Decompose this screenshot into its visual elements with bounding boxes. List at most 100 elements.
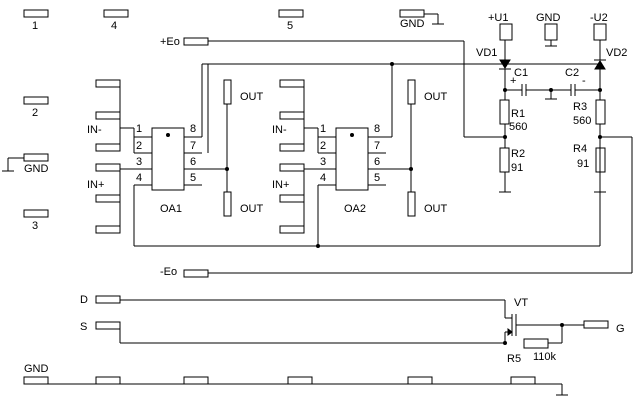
ground-symbol-bottom [556, 384, 568, 396]
pad-3[interactable] [23, 209, 49, 218]
oa1-pin3: 3 [136, 156, 142, 168]
gnd-bus-pad[interactable] [95, 376, 121, 385]
oa1-out-top-pad [223, 79, 232, 105]
c2-minus: - [582, 75, 586, 87]
capacitor-c2 [570, 84, 576, 96]
pad-gnd-top-label: GND [400, 18, 425, 30]
ground-symbol-left [2, 157, 24, 172]
gnd-bus-pad[interactable] [510, 376, 536, 385]
vd1-label: VD1 [476, 47, 497, 59]
transistor-vt [505, 314, 517, 336]
oa2-label: OA2 [344, 203, 366, 215]
pad-5[interactable] [278, 9, 304, 18]
ground-symbol-top [424, 13, 444, 25]
r4-label: R4 [573, 143, 587, 155]
plus-u1-label: +U1 [488, 12, 509, 24]
oa1-pin7: 7 [190, 140, 196, 152]
minus-u2-label: -U2 [590, 12, 608, 24]
pad-plus-eo[interactable] [183, 37, 209, 46]
r2-label: R2 [511, 148, 525, 160]
gnd-bottom-label: GND [24, 363, 49, 375]
oa1-label: OA1 [160, 203, 182, 215]
oa2-pin5: 5 [374, 172, 380, 184]
oa1-pin2: 2 [136, 140, 142, 152]
oa2-out-bottom-label: OUT [424, 203, 448, 215]
r3-value: 560 [573, 115, 591, 127]
c2-label: C2 [565, 67, 579, 79]
oa2-pin6: 6 [374, 156, 380, 168]
oa1-in-minus-pad [95, 79, 121, 152]
gnd-bus-pad[interactable] [407, 376, 433, 385]
oa2-out-bottom-pad [407, 191, 416, 217]
pad-minus-eo[interactable] [183, 269, 209, 278]
pad-gnd-left[interactable] [23, 153, 49, 162]
oa1-pin8: 8 [190, 123, 196, 135]
vt-label: VT [514, 297, 528, 309]
pad-4[interactable] [103, 9, 129, 18]
gnd-bus-pad[interactable] [287, 376, 313, 385]
oa1-out-top-label: OUT [240, 91, 264, 103]
pad-2[interactable] [23, 96, 49, 105]
r1-value: 560 [509, 121, 527, 133]
pad-4-label: 4 [111, 20, 117, 32]
c1-plus: + [510, 75, 516, 87]
oa2-pin2: 2 [320, 140, 326, 152]
oa1-pin1: 1 [136, 123, 142, 135]
opamp-oa1 [151, 127, 185, 191]
pad-5-label: 5 [287, 20, 293, 32]
c1-label: C1 [514, 67, 528, 79]
oa2-pin1: 1 [320, 123, 326, 135]
pad-gnd-bottom[interactable] [23, 376, 49, 385]
oa2-out-top-pad [407, 79, 416, 105]
oa1-pin5: 5 [190, 172, 196, 184]
vd2-label: VD2 [606, 47, 627, 59]
minus-eo-label: -Eo [160, 266, 177, 278]
r5-value: 110k [533, 351, 557, 363]
pad-gnd-left-label: GND [24, 163, 49, 175]
ground-symbol-supply [545, 40, 557, 47]
pad-1-label: 1 [32, 20, 38, 32]
plus-eo-label: +Eo [160, 36, 180, 48]
opamp-oa2 [335, 127, 369, 191]
oa1-out-bottom-pad [223, 191, 232, 217]
d-label: D [80, 294, 88, 306]
resistor-r1 [499, 99, 510, 125]
r1-label: R1 [511, 108, 525, 120]
r5-label: R5 [507, 353, 521, 365]
r2-value: 91 [511, 162, 523, 174]
pad-minus-u2[interactable] [593, 23, 607, 41]
resistor-r2 [499, 147, 510, 173]
oa1-in-plus-pad [95, 163, 121, 234]
oa1-out-bottom-label: OUT [240, 203, 264, 215]
oa2-pin3: 3 [320, 156, 326, 168]
oa2-in-plus-pad [279, 163, 305, 234]
oa1-pin6: 6 [190, 156, 196, 168]
pad-g[interactable] [583, 320, 609, 329]
pad-2-label: 2 [32, 107, 38, 119]
supply-gnd-label: GND [536, 12, 561, 24]
pad-gnd-top[interactable] [399, 9, 425, 18]
oa1-in-plus-label: IN+ [87, 179, 104, 191]
oa2-in-minus-label: IN- [272, 124, 287, 136]
pad-d[interactable] [95, 295, 121, 304]
pad-1[interactable] [23, 9, 49, 18]
g-label: G [616, 323, 625, 335]
r4-value: 91 [577, 158, 589, 170]
oa1-pin4: 4 [136, 172, 142, 184]
oa2-in-minus-pad [279, 79, 305, 152]
s-label: S [80, 321, 87, 333]
resistor-r5 [523, 338, 549, 349]
pad-s[interactable] [95, 321, 121, 330]
pad-plus-u1[interactable] [499, 23, 513, 41]
oa2-out-top-label: OUT [424, 91, 448, 103]
gnd-bus-pad[interactable] [183, 376, 209, 385]
oa2-pin7: 7 [374, 140, 380, 152]
oa1-in-minus-label: IN- [87, 124, 102, 136]
oa2-pin8: 8 [374, 123, 380, 135]
capacitor-c1 [521, 84, 527, 96]
oa2-in-plus-label: IN+ [272, 179, 289, 191]
r3-label: R3 [573, 101, 587, 113]
oa2-pin4: 4 [320, 172, 326, 184]
pad-supply-gnd[interactable] [544, 23, 558, 41]
